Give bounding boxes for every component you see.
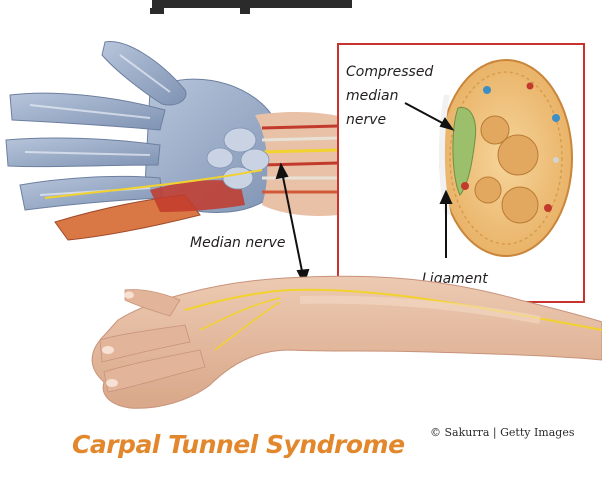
compressed-nerve-arrow	[404, 102, 449, 127]
compressed-label-line-2: median	[346, 88, 398, 104]
compressed-label-line-1: Compressed	[346, 64, 433, 80]
inset-cross-section: Compressed median nerve Ligament	[337, 43, 585, 303]
image-credit: © Sakurra | Getty Images	[430, 426, 575, 439]
hand-anatomy-illustration	[5, 41, 339, 241]
median-nerve-label: Median nerve	[190, 235, 286, 251]
compressed-median-nerve	[452, 107, 477, 196]
compressed-label-line-3: nerve	[346, 112, 386, 128]
cropped-heading-fragment	[150, 0, 352, 14]
forearm-illustration	[91, 275, 602, 409]
diagram-title: Carpal Tunnel Syndrome	[72, 430, 405, 459]
tunnel-tendons	[474, 115, 539, 224]
vessels	[461, 82, 560, 212]
